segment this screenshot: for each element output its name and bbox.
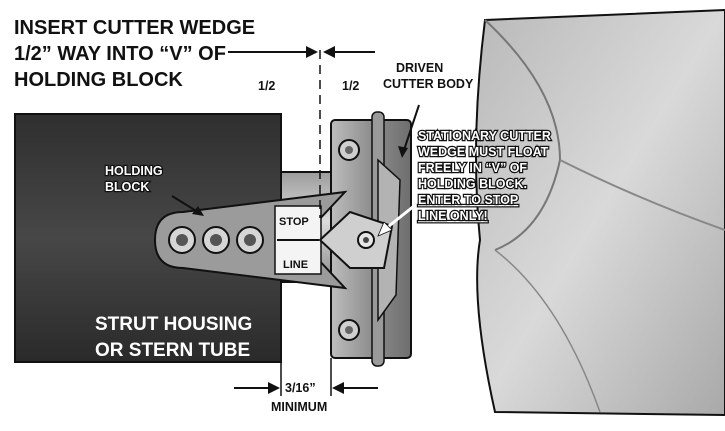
stationary-line-3: FREELY IN “V” OF: [418, 161, 527, 175]
stationary-line-5: ENTER TO STOP: [418, 193, 518, 207]
line-label: LINE: [283, 259, 308, 271]
driven-label-line-1: DRIVEN: [396, 61, 443, 75]
half-dimension-arrows: [228, 46, 375, 58]
gap-value-label: 3/16”: [285, 381, 316, 395]
title-line-2: 1/2” WAY INTO “V” OF: [14, 43, 226, 65]
stationary-line-6: LINE ONLY!: [418, 209, 488, 223]
title-line-1: INSERT CUTTER WEDGE: [14, 17, 255, 39]
title-line-3: HOLDING BLOCK: [14, 69, 183, 91]
stationary-note: STATIONARY CUTTER WEDGE MUST FLOAT FREEL…: [417, 128, 552, 224]
strut-label-line-2: OR STERN TUBE: [95, 340, 250, 361]
gap-dimension: [234, 358, 378, 396]
leader-arrows: [171, 104, 425, 237]
half-right-label: 1/2: [342, 79, 359, 93]
propeller: [475, 8, 725, 417]
stationary-line-1: STATIONARY CUTTER: [418, 129, 551, 143]
stop-label: STOP: [279, 216, 309, 228]
holding-label-line-2: BLOCK: [105, 180, 149, 194]
stationary-cutter-wedge: [318, 210, 394, 269]
stationary-line-4: HOLDING BLOCK.: [418, 177, 527, 191]
holding-label-line-1: HOLDING: [105, 164, 163, 178]
stationary-line-2: WEDGE MUST FLOAT: [418, 145, 549, 159]
strut-label-line-1: STRUT HOUSING: [95, 314, 252, 335]
half-left-label: 1/2: [258, 79, 275, 93]
driven-label-line-2: CUTTER BODY: [383, 77, 474, 91]
gap-note-label: MINIMUM: [271, 400, 327, 414]
